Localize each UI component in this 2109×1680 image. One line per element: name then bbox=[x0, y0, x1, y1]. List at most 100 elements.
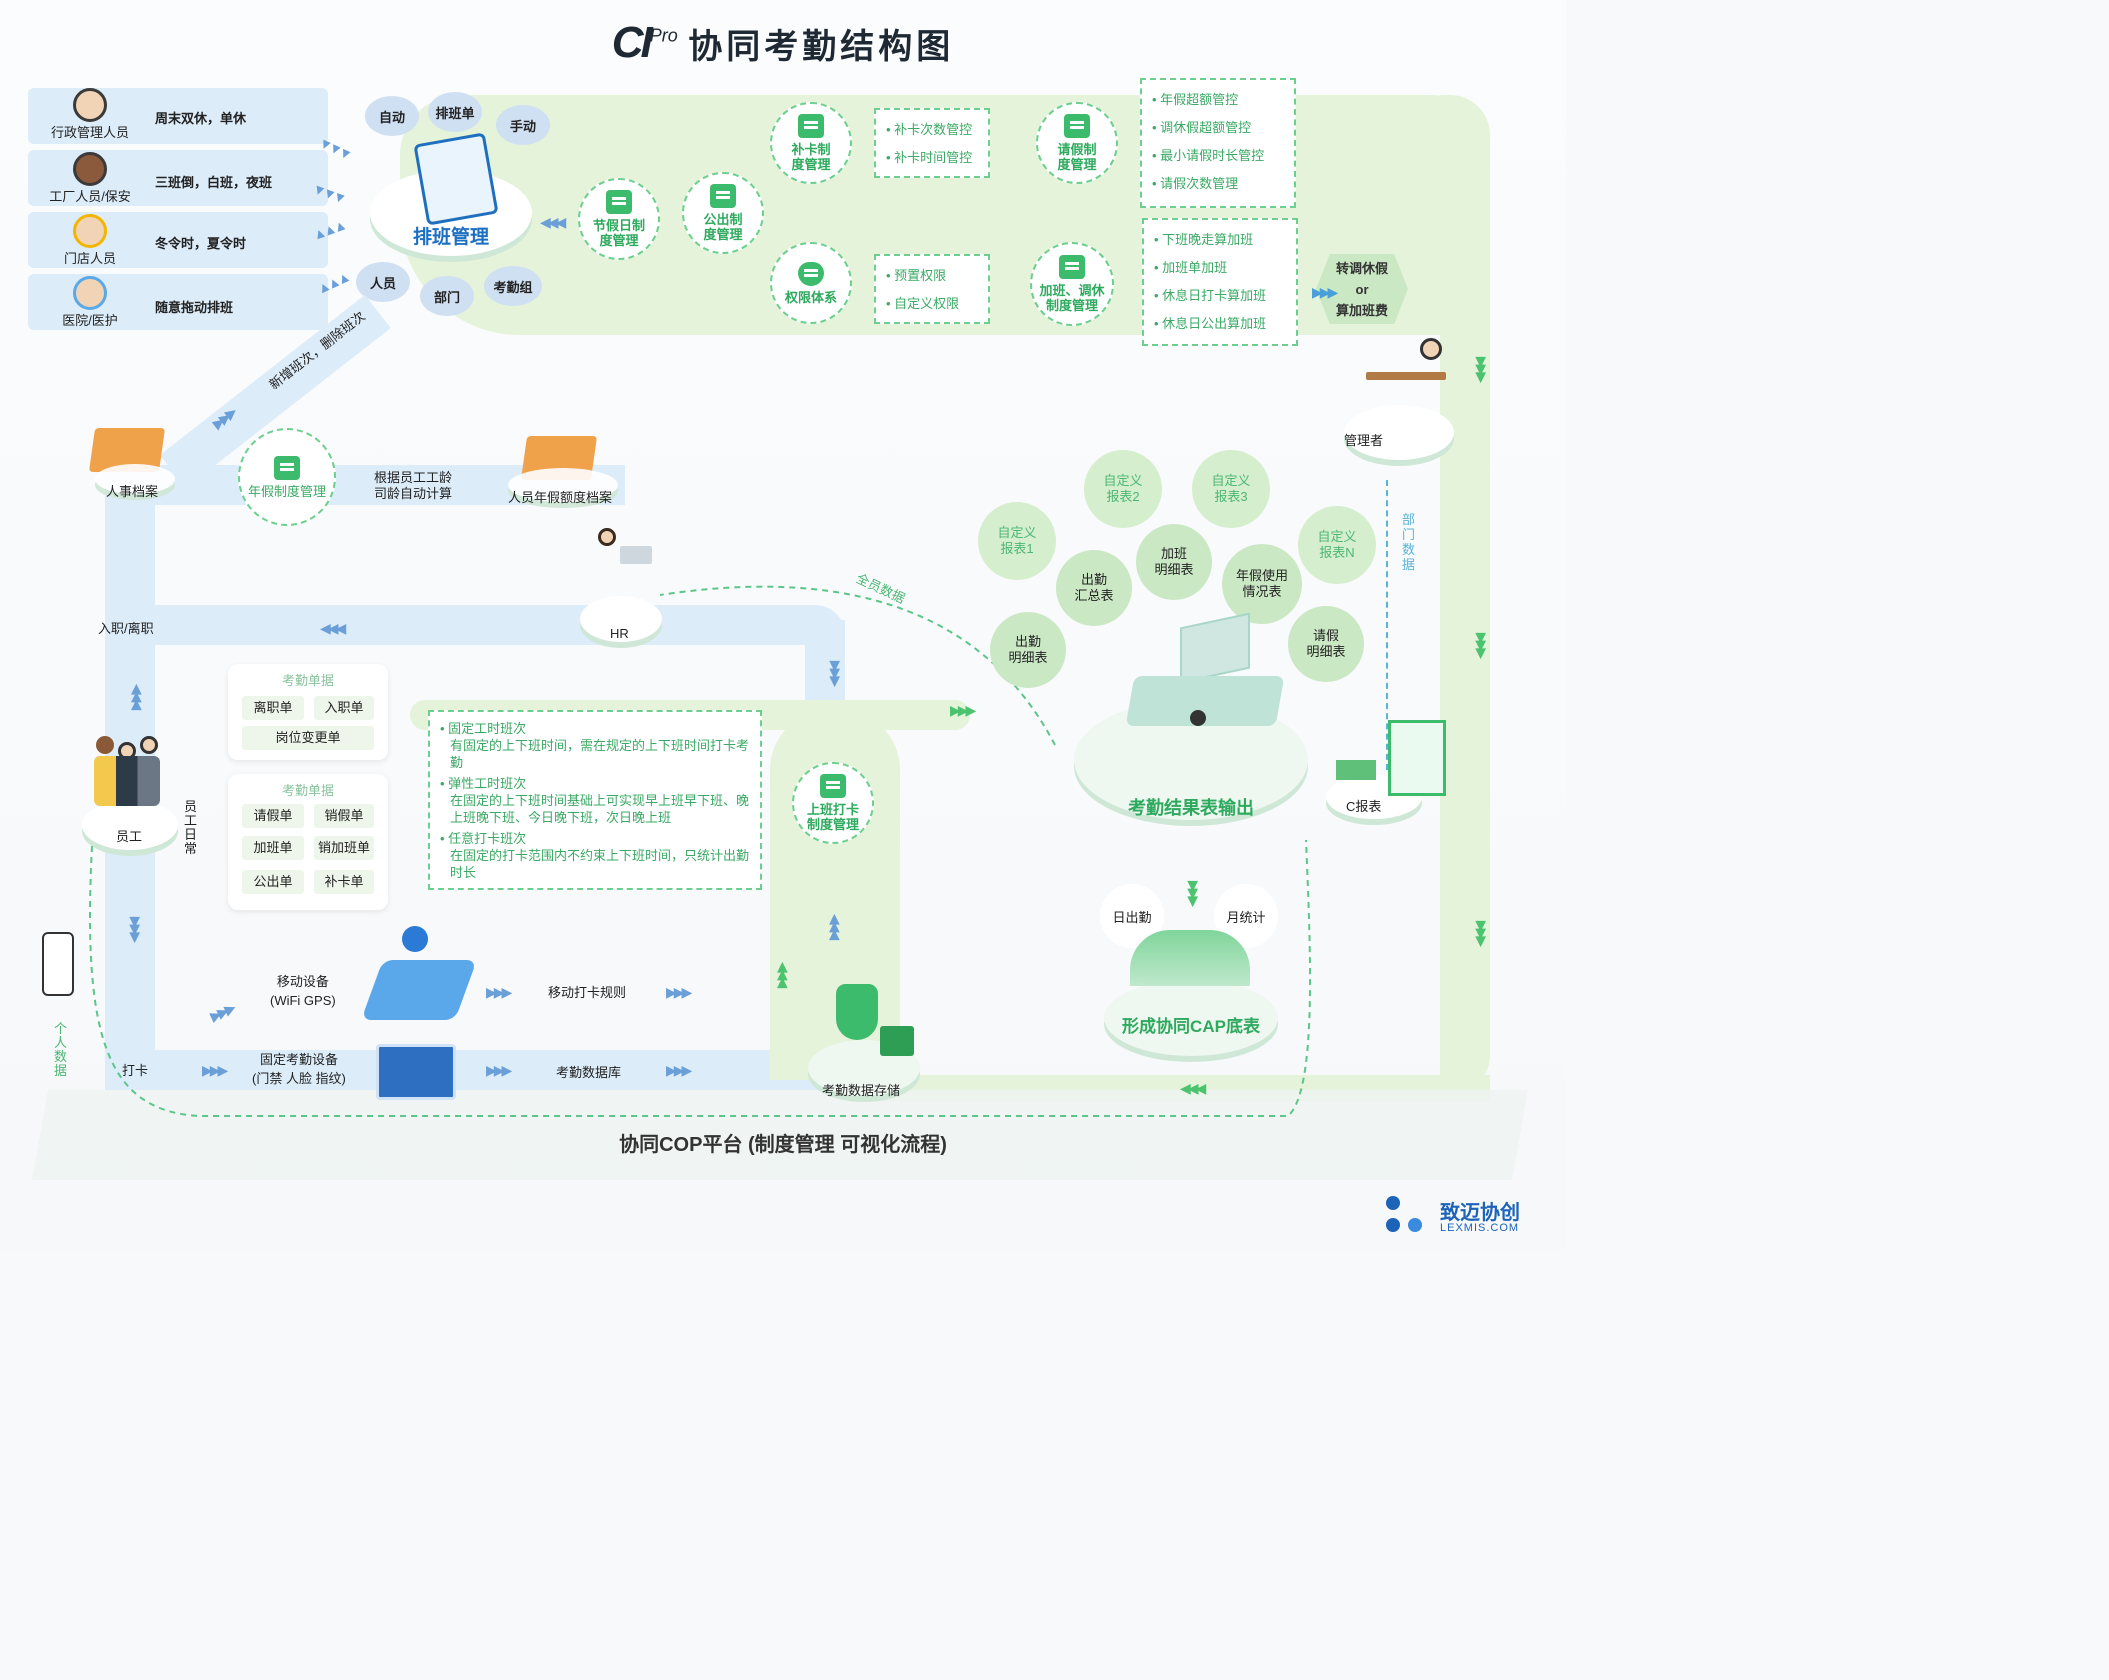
left-arrow-icon: ◀◀◀ bbox=[320, 620, 346, 636]
schedule-label: 排班管理 bbox=[412, 227, 489, 248]
brand-dot bbox=[1386, 1196, 1400, 1210]
storage-shield-icon bbox=[836, 984, 878, 1040]
shift-name: 弹性工时班次 bbox=[440, 775, 750, 792]
mobile-device-label: 移动设备 (WiFi GPS) bbox=[270, 974, 336, 1008]
role-desc: 随意拖动排班 bbox=[155, 300, 234, 315]
diagram-canvas: CIPro 协同考勤结构图 行政管理人员 周末双休，单休 工厂人员/保安 三班倒… bbox=[0, 0, 1566, 1250]
cap-platform bbox=[1104, 980, 1278, 1056]
down-arrow-icon: ▶▶▶ bbox=[1474, 920, 1491, 945]
patch-calendar-icon bbox=[798, 114, 824, 138]
quota-platform bbox=[508, 468, 618, 502]
shift-types-list: 固定工时班次 有固定的上下班时间，需在规定的上下班时间打卡考勤 弹性工时班次 在… bbox=[428, 710, 762, 890]
entry-exit-label: 入职/离职 bbox=[98, 621, 154, 636]
bubble-manual: 手动 bbox=[496, 105, 550, 145]
form-item: 销假单 bbox=[314, 804, 374, 828]
personal-data-label: 个人数据 bbox=[54, 1021, 68, 1078]
location-pin-icon bbox=[402, 926, 428, 952]
down-arrow-icon: ▶▶▶ bbox=[1474, 632, 1491, 657]
hr-avatar-icon bbox=[598, 528, 616, 546]
module-business-trip: 公出制 度管理 bbox=[682, 172, 764, 254]
product-logo: CIPro bbox=[611, 18, 678, 67]
pin-annual-use: 年假使用 情况表 bbox=[1222, 544, 1302, 624]
role-desc: 冬令时，夏令时 bbox=[155, 236, 247, 251]
leave-doc-icon bbox=[1064, 114, 1090, 138]
form-item: 入职单 bbox=[314, 696, 374, 720]
brand-name: 致迈协创 bbox=[1440, 1202, 1520, 1224]
pin-custom3: 自定义 报表3 bbox=[1192, 450, 1270, 528]
role-desc: 周末双休，单休 bbox=[155, 111, 247, 126]
quota-label: 人员年假额度档案 bbox=[508, 490, 613, 505]
panel-title: 考勤单据 bbox=[281, 673, 334, 688]
down-arrow-icon: ▶▶▶ bbox=[828, 660, 845, 685]
cap-chart-icon bbox=[1130, 930, 1250, 986]
personal-data-curve bbox=[89, 840, 1312, 1117]
up-arrow-icon: ▶▶▶ bbox=[773, 964, 790, 989]
bottom-blue-lane bbox=[105, 1050, 825, 1090]
shield-icon bbox=[798, 261, 824, 286]
brand-site: LEXMIS.COM bbox=[1440, 1222, 1520, 1234]
list-item: 休息日公出算加班 bbox=[1154, 310, 1286, 338]
role-admin: 行政管理人员 bbox=[40, 88, 140, 141]
operator-avatar-icon bbox=[1190, 710, 1206, 726]
form-item: 销加班单 bbox=[314, 836, 374, 860]
form-item: 加班单 bbox=[242, 836, 304, 860]
employee-avatar-icon bbox=[140, 736, 158, 754]
server-icon bbox=[880, 1026, 914, 1056]
business-doc-icon bbox=[710, 184, 736, 208]
list-item: 年假超额管控 bbox=[1152, 86, 1284, 114]
holiday-calendar-icon bbox=[606, 190, 632, 214]
list-item: 自定义权限 bbox=[886, 290, 978, 318]
left-arrow-icon: ◀◀◀ bbox=[1180, 1080, 1206, 1096]
shift-name: 固定工时班次 bbox=[440, 720, 750, 737]
right-arrow-icon: ▶▶▶ bbox=[486, 984, 512, 1000]
all-data-curve bbox=[659, 585, 1056, 746]
c-report-screen-icon bbox=[1388, 720, 1446, 796]
employee-platform bbox=[82, 800, 178, 850]
shift-desc: 在固定的上下班时间基础上可实现早上班早下班、晚上班晚下班、今日晚下班，次日晚上班 bbox=[450, 793, 750, 825]
laptop-icon bbox=[620, 546, 652, 564]
role-factory: 工厂人员/保安 bbox=[40, 152, 140, 205]
bubble-dept: 部门 bbox=[420, 276, 474, 316]
overtime-list: 下班晚走算加班 加班单加班 休息日打卡算加班 休息日公出算加班 bbox=[1142, 218, 1298, 346]
pin-custom1: 自定义 报表1 bbox=[978, 502, 1056, 580]
convert-arrow-icon: ▶▶▶ bbox=[1312, 284, 1338, 300]
form-item: 补卡单 bbox=[314, 870, 374, 894]
role-name: 门店人员 bbox=[63, 251, 116, 266]
c-report-label: C报表 bbox=[1346, 799, 1382, 814]
clock-calendar-icon bbox=[820, 774, 846, 798]
role-name: 工厂人员/保安 bbox=[49, 189, 131, 204]
phone-icon bbox=[42, 932, 74, 996]
leave-list: 年假超额管控 调休假超额管控 最小请假时长管控 请假次数管理 bbox=[1140, 78, 1296, 208]
pin-overtime-detail: 加班 明细表 bbox=[1136, 524, 1212, 600]
form-item: 岗位变更单 bbox=[242, 726, 374, 750]
module-leave: 请假制 度管理 bbox=[1036, 102, 1118, 184]
shift-desc: 有固定的上下班时间，需在规定的上下班时间打卡考勤 bbox=[450, 738, 750, 770]
archive-platform bbox=[95, 464, 175, 494]
hr-platform bbox=[580, 596, 662, 642]
attendance-db-label: 考勤数据库 bbox=[556, 1065, 622, 1080]
forms-panel-attendance: 考勤单据 请假单 销假单 加班单 销加班单 公出单 补卡单 bbox=[228, 774, 388, 910]
list-item: 调休假超额管控 bbox=[1152, 114, 1284, 142]
mid-blue-lane bbox=[155, 605, 845, 645]
shift-desc: 在固定的打卡范围内不约束上下班时间，只统计出勤时长 bbox=[450, 848, 750, 880]
c-report-chart-icon bbox=[1336, 760, 1376, 780]
manager-platform bbox=[1344, 405, 1454, 460]
employee-group-icon bbox=[94, 756, 160, 806]
brand-dot bbox=[1408, 1218, 1422, 1232]
form-item: 离职单 bbox=[242, 696, 304, 720]
module-patch: 补卡制 度管理 bbox=[770, 102, 852, 184]
guard-avatar-icon bbox=[73, 152, 107, 186]
right-arrow-icon: ▶▶▶ bbox=[666, 1062, 692, 1078]
manager-label: 管理者 bbox=[1344, 433, 1384, 448]
doctor-avatar-icon bbox=[73, 276, 107, 310]
bubble-group: 考勤组 bbox=[484, 266, 542, 306]
personal-data-path bbox=[89, 840, 1312, 1117]
role-name: 行政管理人员 bbox=[50, 125, 129, 140]
storage-label: 考勤数据存储 bbox=[822, 1083, 901, 1098]
panel-title: 考勤单据 bbox=[281, 783, 334, 798]
pin-leave-detail: 请假 明细表 bbox=[1288, 606, 1364, 682]
page-title: 协同考勤结构图 bbox=[688, 27, 955, 66]
list-item: 补卡时间管控 bbox=[886, 144, 978, 172]
role-desc: 三班倒，白班，夜班 bbox=[155, 175, 273, 190]
right-arrow-icon: ▶▶▶ bbox=[486, 1062, 512, 1078]
